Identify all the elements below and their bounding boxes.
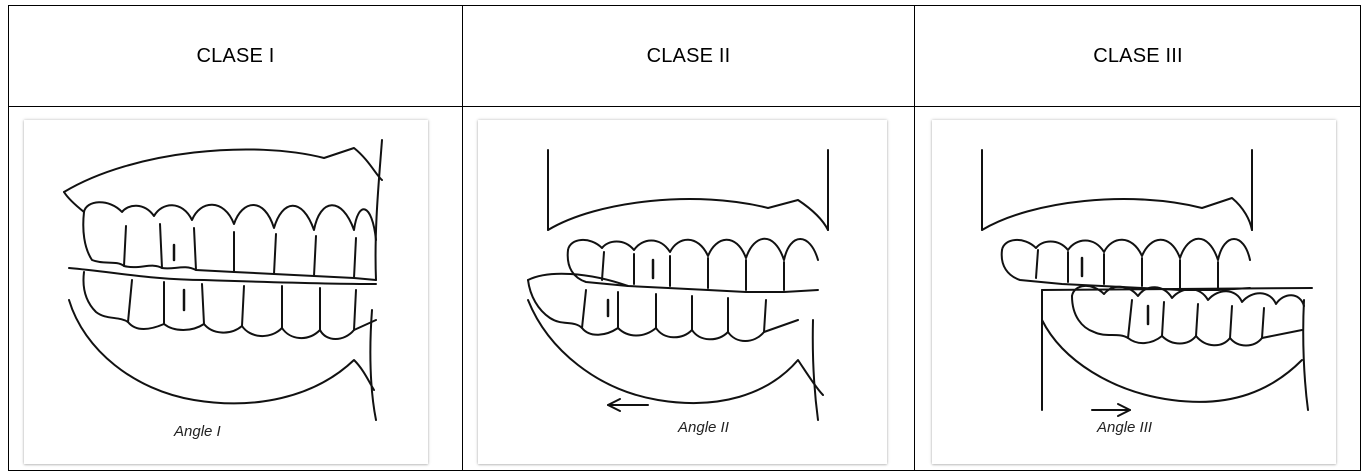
angle-class-ii-illustration: Angle II [478,120,887,464]
header-row-divider [9,106,1360,107]
angle-class-iii-illustration: Angle III [932,120,1336,464]
header-clase-ii: CLASE II [463,6,914,106]
angle-class-i-illustration: Angle I [24,120,428,464]
caption-angle-iii: Angle III [1096,419,1152,436]
caption-angle-i: Angle I [173,423,221,440]
header-clase-i: CLASE I [9,6,462,106]
classification-table: CLASE I CLASE II CLASE III Angle I [8,5,1361,471]
caption-angle-ii: Angle II [677,419,729,436]
header-clase-iii: CLASE III [915,6,1361,106]
